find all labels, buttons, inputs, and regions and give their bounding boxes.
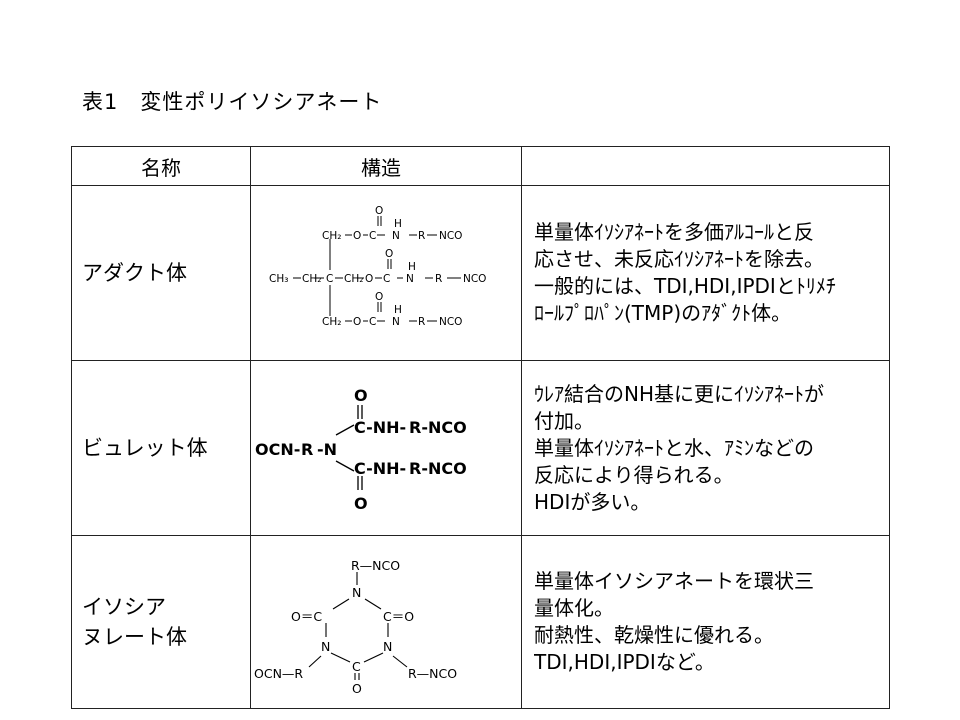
structure-adduct: CH₂ O C O H N R NCO CH₃ CH₂ C CH₂ O C O bbox=[250, 185, 522, 361]
structure-biuret: O C-NH- R-NCO OCN- R -N C-NH- R-NCO O bbox=[250, 360, 522, 536]
adduct-ch3: CH₃ bbox=[269, 273, 288, 285]
biuret-r-nco-bottom: R-NCO bbox=[409, 459, 467, 478]
isocyanurate-structure-diagram: R—NCO N O＝C C＝O N N C O OCN—R R—NCO bbox=[254, 558, 457, 696]
row-name-isocyanurate: イソシア ヌレート体 bbox=[71, 535, 251, 709]
biuret-ocn: OCN- bbox=[255, 440, 300, 459]
table-row: アダクト体 bbox=[71, 185, 890, 361]
biuret-n: -N bbox=[317, 440, 337, 459]
isocyanurate-ocn-r: OCN—R bbox=[254, 666, 303, 681]
atom-label: R bbox=[418, 316, 425, 328]
description-line: ﾛｰﾙﾌﾟﾛﾊﾟﾝ(TMP)のｱﾀﾞｸﾄ体。 bbox=[534, 301, 792, 325]
modified-polyisocyanate-table: 名称 構造 アダクト体 bbox=[71, 146, 890, 709]
atom-label: C bbox=[369, 230, 376, 242]
atom-label: R bbox=[435, 273, 442, 285]
atom-label: O bbox=[352, 681, 362, 696]
atom-label: O bbox=[375, 291, 383, 303]
atom-label: H bbox=[394, 304, 402, 316]
row-name-biuret: ビュレット体 bbox=[71, 360, 251, 536]
atom-label: H bbox=[408, 261, 416, 273]
atom-label: O bbox=[354, 386, 368, 405]
biuret-c-nh-bottom: C-NH- bbox=[354, 459, 406, 478]
atom-label: CH₂ bbox=[302, 273, 321, 285]
atom-label: NCO bbox=[439, 316, 462, 328]
header-name: 名称 bbox=[71, 146, 251, 186]
atom-label: O bbox=[365, 273, 373, 285]
description-line: 反応により得られる。 bbox=[534, 462, 734, 487]
description-line: ｳﾚｱ結合のNH基に更にｲｿｼｱﾈｰﾄが bbox=[534, 381, 824, 406]
atom-label: O bbox=[385, 248, 393, 260]
atom-label: CH₂ bbox=[322, 316, 341, 328]
description-line: 付加。 bbox=[534, 408, 594, 433]
atom-label: O bbox=[353, 316, 361, 328]
description-biuret: ｳﾚｱ結合のNH基に更にｲｿｼｱﾈｰﾄが 付加。 単量体ｲｿｼｱﾈｰﾄと水、ｱﾐ… bbox=[521, 360, 890, 536]
description-line: 単量体ｲｿｼｱﾈｰﾄを多価ｱﾙｺｰﾙと反 bbox=[534, 220, 814, 244]
description-line: 単量体イソシアネートを環状三 bbox=[534, 569, 814, 593]
isocyanurate-r-nco-right: R—NCO bbox=[408, 666, 457, 681]
atom-label: N bbox=[392, 230, 400, 242]
atom-label: H bbox=[394, 218, 402, 230]
atom-label: N bbox=[321, 639, 330, 654]
biuret-c-nh-top: C-NH- bbox=[354, 418, 406, 437]
atom-label: C bbox=[326, 273, 333, 285]
atom-label: N bbox=[392, 316, 400, 328]
biuret-structure-diagram: O C-NH- R-NCO OCN- R -N C-NH- R-NCO O bbox=[255, 386, 467, 513]
atom-label: R bbox=[301, 440, 313, 459]
atom-label: N bbox=[352, 585, 361, 600]
header-description bbox=[521, 146, 890, 186]
description-line: 一般的には、TDI,HDI,IPDIとﾄﾘﾒﾁ bbox=[534, 274, 836, 298]
table-header-row: 名称 構造 bbox=[71, 146, 890, 186]
description-line: 耐熱性、乾燥性に優れる。 bbox=[534, 623, 774, 647]
header-structure: 構造 bbox=[250, 146, 522, 186]
atom-label: N bbox=[406, 273, 414, 285]
atom-label: NCO bbox=[463, 273, 486, 285]
structure-isocyanurate: R—NCO N O＝C C＝O N N C O OCN—R R—NCO bbox=[250, 535, 522, 709]
atom-label: O bbox=[354, 494, 368, 513]
atom-label: NCO bbox=[439, 230, 462, 242]
isocyanurate-r-nco-top: R—NCO bbox=[351, 558, 400, 573]
isocyanurate-o-eq-c: O＝C bbox=[291, 609, 322, 624]
atom-label: CH₂ bbox=[344, 273, 363, 285]
atom-label: O bbox=[375, 205, 383, 217]
biuret-r-nco-top: R-NCO bbox=[409, 418, 467, 437]
atom-label: N bbox=[383, 639, 392, 654]
description-line: 応させ、未反応ｲｿｼｱﾈｰﾄを除去。 bbox=[534, 247, 824, 271]
table-row: イソシア ヌレート体 R—NCO N O＝ bbox=[71, 535, 890, 709]
description-adduct: 単量体ｲｿｼｱﾈｰﾄを多価ｱﾙｺｰﾙと反 応させ、未反応ｲｿｼｱﾈｰﾄを除去。 … bbox=[521, 185, 890, 361]
description-isocyanurate: 単量体イソシアネートを環状三 量体化。 耐熱性、乾燥性に優れる。 TDI,HDI… bbox=[521, 535, 890, 709]
atom-label: C bbox=[369, 316, 376, 328]
description-line: HDIが多い。 bbox=[534, 489, 651, 514]
row-name-adduct: アダクト体 bbox=[71, 185, 251, 361]
description-line: TDI,HDI,IPDIなど。 bbox=[534, 650, 715, 674]
page-title: 表1 変性ポリイソシアネート bbox=[82, 90, 383, 114]
adduct-structure-diagram: CH₂ O C O H N R NCO CH₃ CH₂ C CH₂ O C O bbox=[269, 205, 486, 328]
adduct-ch2-top: CH₂ bbox=[322, 230, 341, 242]
atom-label: O bbox=[353, 230, 361, 242]
table-row: ビュレット体 O C-NH- R-NCO OCN- R -N C-NH- bbox=[71, 360, 890, 536]
atom-label: R bbox=[418, 230, 425, 242]
atom-label: C bbox=[383, 273, 390, 285]
isocyanurate-c-eq-o: C＝O bbox=[383, 609, 414, 624]
description-line: 量体化。 bbox=[534, 596, 614, 620]
atom-label: C bbox=[352, 659, 361, 674]
description-line: 単量体ｲｿｼｱﾈｰﾄと水、ｱﾐﾝなどの bbox=[534, 435, 814, 460]
